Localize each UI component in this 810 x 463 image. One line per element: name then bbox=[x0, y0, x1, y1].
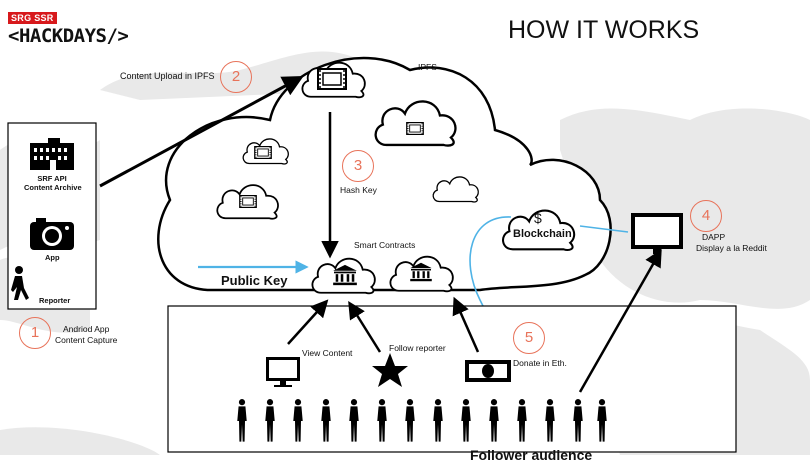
monitor-icon bbox=[266, 357, 300, 387]
step-4-marker: 4 bbox=[690, 200, 722, 232]
ipfs-label: IPFS bbox=[418, 62, 437, 72]
archive-building-icon bbox=[30, 138, 74, 170]
audience-panel bbox=[167, 305, 737, 453]
brand-logo: SRG SSR <HACKDAYS/> bbox=[8, 8, 129, 47]
dapp-monitor-icon bbox=[631, 213, 683, 254]
step-3-label: Hash Key bbox=[340, 185, 377, 195]
public-key-label: Public Key bbox=[221, 273, 288, 288]
view-content-label: View Content bbox=[302, 348, 353, 358]
step-5-marker: 5 bbox=[513, 322, 545, 354]
page-title: HOW IT WORKS bbox=[508, 16, 700, 44]
film-icon bbox=[239, 195, 257, 208]
ipfs-cloud-outline bbox=[157, 56, 612, 292]
step-5-label: Donate in Eth. bbox=[513, 358, 567, 368]
donate-arrow bbox=[452, 296, 480, 353]
reporter-label: Reporter bbox=[39, 296, 71, 305]
follow-arrow bbox=[348, 301, 382, 353]
money-bill-icon bbox=[465, 360, 511, 382]
smart-contracts-label: Smart Contracts bbox=[354, 240, 416, 250]
step-2-label: Content Upload in IPFS bbox=[120, 71, 215, 81]
blockchain-label: Blockchain bbox=[513, 228, 572, 240]
audience-footer-label: Follower audience bbox=[470, 447, 593, 463]
step-1-marker: 1 bbox=[19, 317, 51, 349]
brand-name: <HACKDAYS/> bbox=[8, 25, 129, 47]
dapp-arrow bbox=[578, 248, 662, 393]
step-4-label: DAPP Display a la Reddit bbox=[696, 232, 767, 253]
dollar-icon: $ bbox=[534, 210, 542, 226]
reporter-walking-icon bbox=[11, 266, 29, 300]
step-3-marker: 3 bbox=[342, 150, 374, 182]
upload-arrow bbox=[99, 76, 304, 188]
film-icon bbox=[406, 122, 424, 135]
step-2-marker: 2 bbox=[220, 61, 252, 93]
camera-icon bbox=[30, 218, 74, 250]
archive-label: SRF API Content Archive bbox=[24, 174, 82, 192]
follow-reporter-label: Follow reporter bbox=[389, 343, 446, 353]
film-icon bbox=[254, 146, 272, 159]
dapp-link bbox=[579, 225, 629, 233]
step-1-label: Andriod App Content Capture bbox=[55, 324, 118, 345]
star-icon bbox=[372, 353, 408, 387]
brand-badge: SRG SSR bbox=[8, 12, 57, 24]
app-label: App bbox=[45, 253, 60, 262]
film-icon bbox=[317, 68, 347, 90]
view-content-arrow bbox=[287, 299, 329, 345]
